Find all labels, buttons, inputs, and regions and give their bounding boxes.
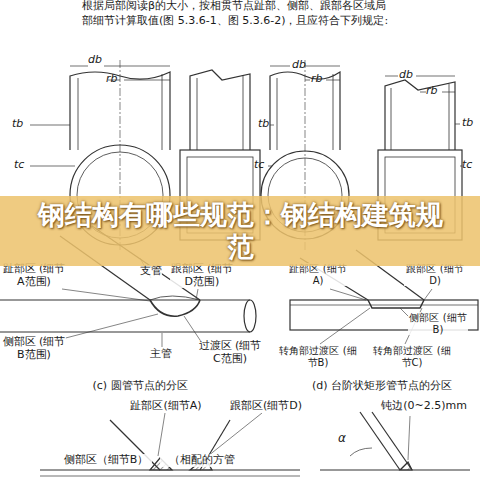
- dimension-label: db: [292, 59, 306, 72]
- figure-caption: (c) 圆管节点的分区: [60, 380, 220, 393]
- dimension-label: rb: [426, 85, 438, 98]
- zone-label: 转角部过渡区 (细节C): [372, 345, 452, 368]
- zone-label: 侧部区 (细节B): [408, 312, 468, 335]
- zone-label: 过渡区 (细节C范围): [198, 340, 262, 365]
- note-text: 根据局部阅读β的大小，按相贯节点趾部、侧部、跟部各区域局: [82, 0, 422, 13]
- dimension-label: 钝边(0~2.5)mm: [374, 400, 474, 413]
- part-label: 支管: [140, 265, 162, 278]
- zone-label: 跟部区 (细节D): [404, 263, 466, 286]
- dimension-label: tc: [462, 159, 472, 172]
- dimension-label: tb: [12, 118, 23, 131]
- dimension-label: db: [399, 69, 413, 82]
- dimension-label: db: [88, 54, 102, 67]
- zone-label: 趾部区(细节A): [120, 400, 212, 413]
- part-label: 主管: [150, 348, 172, 361]
- zone-label: 侧部区（细节B）: [60, 454, 152, 467]
- dimension-label: tb: [258, 118, 269, 131]
- zone-label: 转角部过渡区 (细节B): [278, 345, 358, 368]
- zone-label: 趾部区 (细节A): [288, 263, 348, 286]
- angle-label: α: [338, 432, 346, 446]
- dimension-label: rb: [311, 73, 323, 86]
- zone-label: 侧部区 (细节B范围): [2, 336, 66, 361]
- dimension-label: tb: [462, 117, 473, 130]
- note-text: 部细节计算取值(图 5.3.6-1、图 5.3.6-2)，且应符合下列规定:: [82, 15, 422, 28]
- zone-label: 跟部区(细节D): [220, 400, 312, 413]
- zone-label: 跟部区 (细节D范围): [170, 263, 234, 288]
- zone-label: 趾部区 (细节A范围): [2, 263, 66, 288]
- dimension-label: tc: [254, 159, 264, 172]
- zone-label: （相配的方管: [160, 454, 244, 467]
- banner-title: 钢结构有哪些规范：钢结构建筑规范: [30, 199, 450, 263]
- banner-band: 钢结构有哪些规范：钢结构建筑规范: [0, 196, 480, 266]
- figure-caption: (d) 台阶状矩形管节点的分区: [292, 380, 472, 393]
- dimension-label: rb: [106, 73, 118, 86]
- dimension-label: tc: [14, 159, 24, 172]
